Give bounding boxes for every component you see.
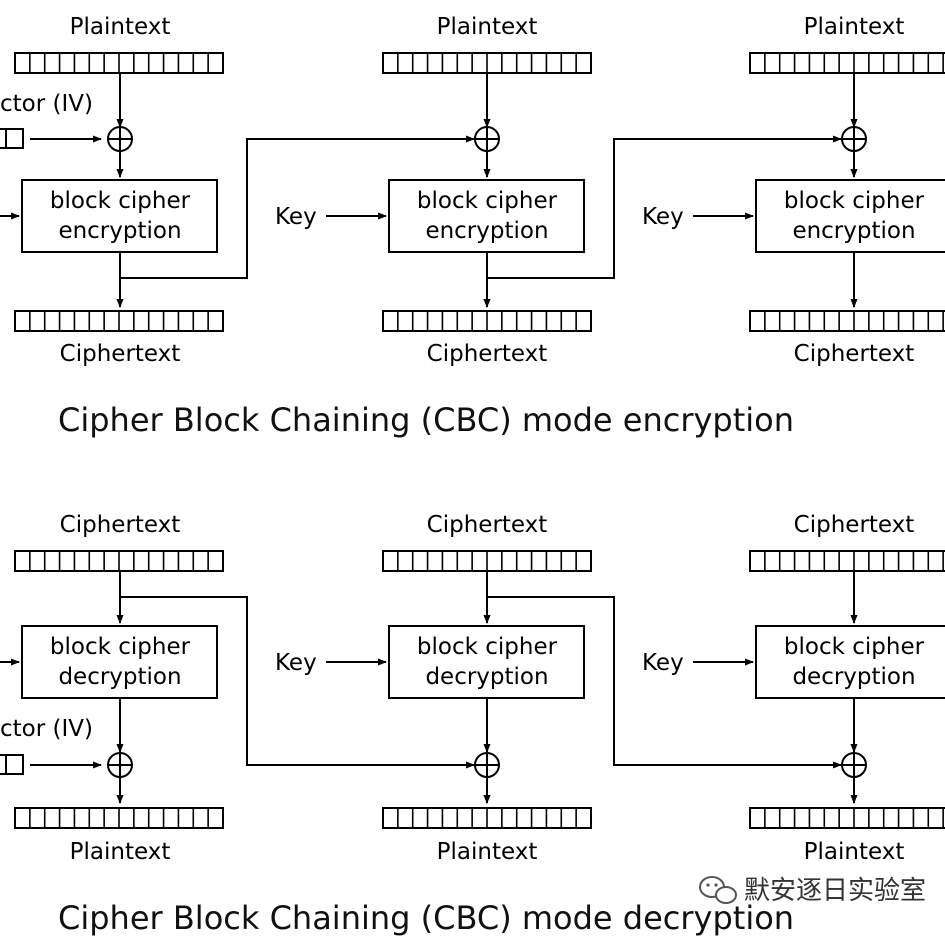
dec-col2-bottom-label: Plaintext <box>437 839 538 865</box>
enc-chain-2-to-3 <box>487 135 842 279</box>
dec-col2-xor-icon <box>474 752 500 778</box>
svg-text:decryption: decryption <box>425 664 548 690</box>
svg-text:encryption: encryption <box>58 218 181 244</box>
dec-col1-top-label: Ciphertext <box>60 512 181 538</box>
enc-col2-output-block <box>382 310 592 332</box>
wechat-icon <box>699 876 737 904</box>
svg-text:encryption: encryption <box>425 218 548 244</box>
enc-iv-label: ctor (IV) <box>0 91 93 117</box>
enc-col1-output-block <box>14 310 224 332</box>
decryption-section: Ciphertext Ciphertext Ciphertext block c… <box>0 512 945 937</box>
dec-col3-xor-icon <box>841 752 867 778</box>
dec-col3-bottom-label: Plaintext <box>804 839 905 865</box>
enc-col2-cipher-box: block cipher encryption <box>388 179 585 253</box>
watermark: 默安逐日实验室 <box>699 876 926 906</box>
enc-col2-top-label: Plaintext <box>437 14 538 40</box>
dec-col1-xor-icon <box>107 752 133 778</box>
dec-col3-key-label: Key <box>642 650 684 676</box>
dec-chain-2-to-3 <box>487 596 842 769</box>
svg-text:block cipher: block cipher <box>784 188 925 214</box>
enc-col1-top-label: Plaintext <box>70 14 171 40</box>
svg-text:encryption: encryption <box>792 218 915 244</box>
dec-chain-1-to-2 <box>120 596 475 769</box>
enc-col2-key-label: Key <box>275 204 317 230</box>
enc-chain-1-to-2 <box>120 135 475 279</box>
dec-col3-output-block <box>749 807 945 829</box>
dec-col3-cipher-box: block cipher decryption <box>755 625 945 699</box>
dec-col1-bottom-label: Plaintext <box>70 839 171 865</box>
enc-col3-bottom-label: Ciphertext <box>794 341 915 367</box>
svg-text:block cipher: block cipher <box>50 188 191 214</box>
enc-col1-input-block <box>14 52 224 74</box>
dec-col3-input-block <box>749 550 945 572</box>
encryption-section: Plaintext Plaintext Plaintext ctor (IV) … <box>0 14 945 439</box>
enc-col2-xor-icon <box>474 126 500 152</box>
dec-col2-top-label: Ciphertext <box>427 512 548 538</box>
svg-text:block cipher: block cipher <box>50 634 191 660</box>
svg-text:block cipher: block cipher <box>417 188 558 214</box>
dec-col1-output-block <box>14 807 224 829</box>
svg-text:block cipher: block cipher <box>784 634 925 660</box>
dec-iv-label: ctor (IV) <box>0 716 93 742</box>
dec-col2-input-block <box>382 550 592 572</box>
enc-col2-bottom-label: Ciphertext <box>427 341 548 367</box>
dec-col1-cipher-box: block cipher decryption <box>21 625 218 699</box>
enc-col3-input-block <box>749 52 945 74</box>
watermark-text: 默安逐日实验室 <box>744 876 926 906</box>
svg-text:decryption: decryption <box>792 664 915 690</box>
enc-col3-output-block <box>749 310 945 332</box>
enc-col1-xor-icon <box>107 126 133 152</box>
enc-col2-input-block <box>382 52 592 74</box>
enc-col1-bottom-label: Ciphertext <box>60 341 181 367</box>
enc-col3-cipher-box: block cipher encryption <box>755 179 945 253</box>
svg-text:block cipher: block cipher <box>417 634 558 660</box>
dec-col2-key-label: Key <box>275 650 317 676</box>
dec-iv-block <box>0 754 24 775</box>
svg-text:decryption: decryption <box>58 664 181 690</box>
enc-col3-xor-icon <box>841 126 867 152</box>
enc-title: Cipher Block Chaining (CBC) mode encrypt… <box>58 401 794 439</box>
dec-col3-top-label: Ciphertext <box>794 512 915 538</box>
dec-col2-output-block <box>382 807 592 829</box>
dec-title: Cipher Block Chaining (CBC) mode decrypt… <box>58 899 794 937</box>
dec-col2-cipher-box: block cipher decryption <box>388 625 585 699</box>
enc-col3-key-label: Key <box>642 204 684 230</box>
dec-col1-input-block <box>14 550 224 572</box>
enc-col1-cipher-box: block cipher encryption <box>21 179 218 253</box>
enc-iv-block <box>0 128 24 149</box>
enc-col3-top-label: Plaintext <box>804 14 905 40</box>
